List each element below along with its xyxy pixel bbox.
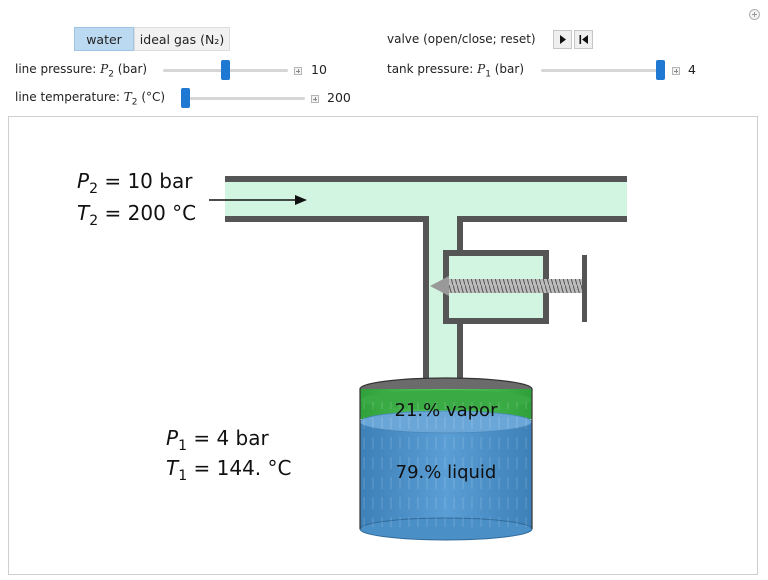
line-pressure-readout: P2 = 10 bar xyxy=(77,169,193,197)
tank-filling-diagram xyxy=(209,176,627,541)
line-pressure-expand-icon[interactable] xyxy=(294,67,302,75)
valve-handwheel xyxy=(582,255,587,322)
ideal-gas-option-button[interactable]: ideal gas (N₂) xyxy=(134,27,230,51)
vapor-fraction-label: 21.% vapor xyxy=(394,400,498,421)
tank-temperature-readout: T1 = 144. °C xyxy=(166,456,292,484)
supply-line-bottom-wall-right xyxy=(457,216,627,222)
line-temperature-label: line temperature: T2 (°C) xyxy=(15,90,166,108)
drop-pipe-right-wall-upper xyxy=(457,216,463,252)
water-option-button[interactable]: water xyxy=(74,27,134,51)
line-temperature-slider-thumb[interactable] xyxy=(181,88,190,108)
valve-reset-button[interactable] xyxy=(574,30,593,49)
line-pressure-label: line pressure: P2 (bar) xyxy=(15,62,148,80)
tank-streaks xyxy=(361,402,531,527)
line-pressure-value: 10 xyxy=(311,62,327,77)
tank-pressure-expand-icon[interactable] xyxy=(672,67,680,75)
drop-pipe-right-wall-lower xyxy=(457,317,463,380)
valve-stem-thread xyxy=(449,279,583,293)
valve-needle xyxy=(430,276,449,296)
supply-line-top-wall xyxy=(225,176,627,182)
line-temperature-readout: T2 = 200 °C xyxy=(77,201,197,229)
tank-pressure-value: 4 xyxy=(688,62,696,77)
drop-pipe-left-wall xyxy=(423,216,429,380)
reset-icon xyxy=(579,35,588,44)
supply-line-bottom-wall-left xyxy=(225,216,429,222)
liquid-fraction-label: 79.% liquid xyxy=(395,462,497,483)
play-icon xyxy=(560,35,566,44)
tank-pressure-slider-thumb[interactable] xyxy=(656,60,665,80)
supply-line-fluid xyxy=(225,181,627,217)
valve-play-button[interactable] xyxy=(553,30,572,49)
tank-pressure-label: tank pressure: P1 (bar) xyxy=(387,62,525,80)
line-pressure-slider-thumb[interactable] xyxy=(221,60,230,80)
close-icon[interactable] xyxy=(749,9,760,20)
valve-control-label: valve (open/close; reset) xyxy=(387,32,536,46)
flow-arrow-head xyxy=(295,195,307,205)
diagram-panel: P2 = 10 bar T2 = 200 °C P1 = 4 bar T1 = … xyxy=(8,116,758,575)
line-temperature-expand-icon[interactable] xyxy=(311,95,319,103)
line-temperature-slider-track[interactable] xyxy=(181,97,305,100)
line-temperature-value: 200 xyxy=(327,90,351,105)
tank-pressure-readout: P1 = 4 bar xyxy=(166,426,269,454)
tank-pressure-slider-track[interactable] xyxy=(541,69,665,72)
